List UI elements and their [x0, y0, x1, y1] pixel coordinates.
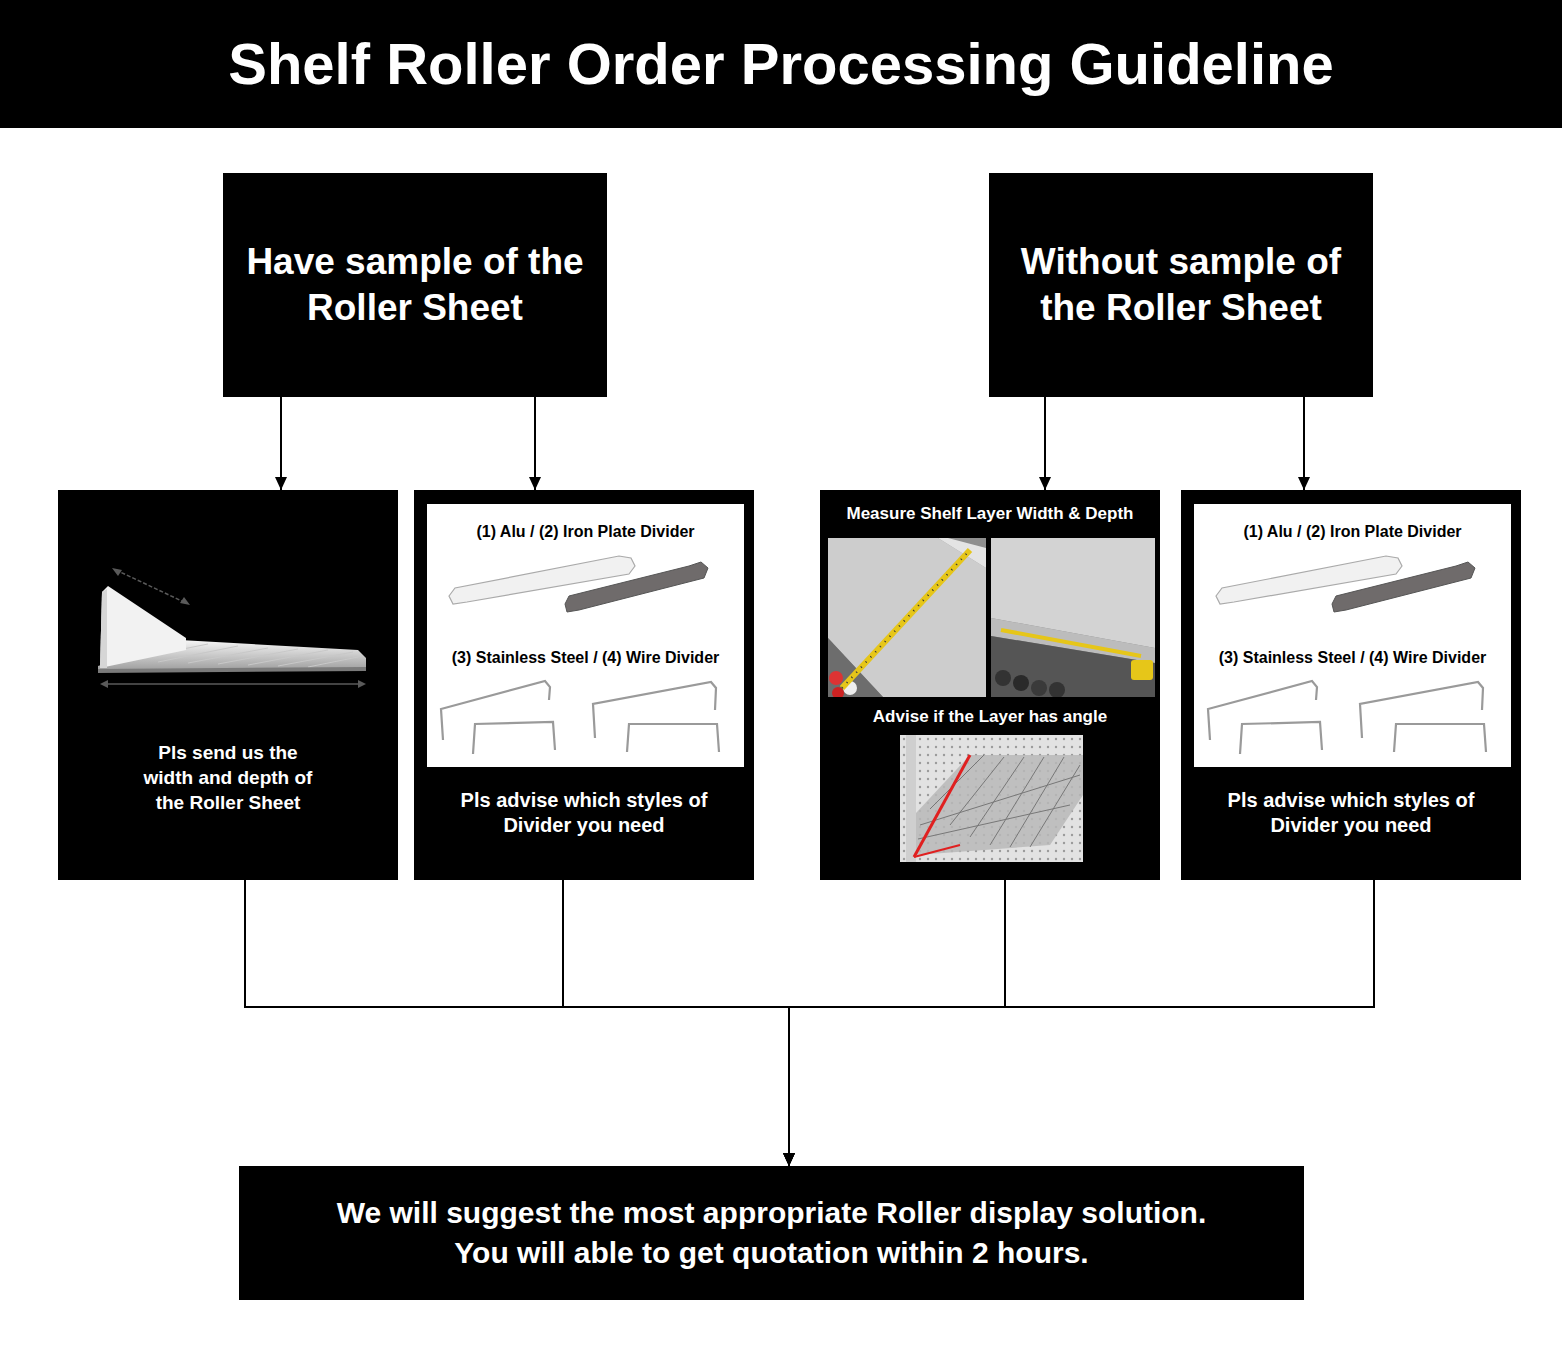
title: Shelf Roller Order Processing Guideline: [228, 29, 1334, 99]
arrow-head: [275, 477, 287, 490]
divider-styles-illustration: [427, 504, 744, 767]
arrow-head: [783, 1153, 795, 1166]
roller-sheet-illustration: [58, 490, 398, 880]
box-text: Measure Shelf Layer Width & Depth: [825, 503, 1155, 525]
arrow-head: [529, 477, 541, 490]
divider-panel: (1) Alu / (2) Iron Plate Divider (3) Stai…: [1194, 504, 1511, 767]
connector: [529, 397, 541, 490]
box-text: (3) Stainless Steel / (4) Wire Divider: [1200, 648, 1505, 668]
connector-line: [245, 880, 789, 1166]
step-box: Pls send us the width and depth of the R…: [58, 490, 398, 880]
connector: [1298, 397, 1310, 490]
arrow-head: [783, 1153, 795, 1166]
connector-line: [789, 880, 1005, 1166]
start-box: Without sample of the Roller Sheet: [989, 173, 1373, 397]
connector-line: [563, 880, 789, 1166]
box-text: We will suggest the most appropriate Rol…: [322, 1193, 1222, 1273]
arrow-head: [1039, 477, 1051, 490]
box-text: (1) Alu / (2) Iron Plate Divider: [433, 522, 738, 542]
step-box: Measure Shelf Layer Width & DepthAdvise …: [820, 490, 1160, 880]
title-bar: Shelf Roller Order Processing Guideline: [0, 0, 1562, 128]
box-text: Pls advise which styles of Divider you n…: [1201, 788, 1501, 838]
connector-line: [1303, 397, 1305, 490]
connector-line: [789, 880, 1374, 1166]
divider-styles-illustration: [1194, 504, 1511, 767]
connector-line: [1044, 397, 1046, 490]
box-text: Have sample of the Roller Sheet: [245, 239, 585, 331]
box-text: Without sample of the Roller Sheet: [1011, 239, 1351, 331]
box-text: Advise if the Layer has angle: [825, 706, 1155, 728]
connector: [275, 397, 287, 490]
arrow-head: [783, 1153, 795, 1166]
start-box: Have sample of the Roller Sheet: [223, 173, 607, 397]
shelf-measure-photos: [820, 490, 1160, 880]
step-box: Pls advise which styles of Divider you n…: [1181, 490, 1521, 880]
box-text: (3) Stainless Steel / (4) Wire Divider: [433, 648, 738, 668]
connector: [783, 880, 1005, 1166]
connector-line: [534, 397, 536, 490]
divider-panel: (1) Alu / (2) Iron Plate Divider (3) Stai…: [427, 504, 744, 767]
arrow-head: [783, 1153, 795, 1166]
connector-line: [280, 397, 282, 490]
step-box: Pls advise which styles of Divider you n…: [414, 490, 754, 880]
result-box: We will suggest the most appropriate Rol…: [239, 1166, 1304, 1300]
box-text: (1) Alu / (2) Iron Plate Divider: [1200, 522, 1505, 542]
connector: [783, 880, 1374, 1166]
arrow-head: [1298, 477, 1310, 490]
box-text: Pls advise which styles of Divider you n…: [434, 788, 734, 838]
connector: [1039, 397, 1051, 490]
box-text: Pls send us the width and depth of the R…: [136, 740, 321, 815]
connector: [245, 880, 795, 1166]
connector: [563, 880, 795, 1166]
